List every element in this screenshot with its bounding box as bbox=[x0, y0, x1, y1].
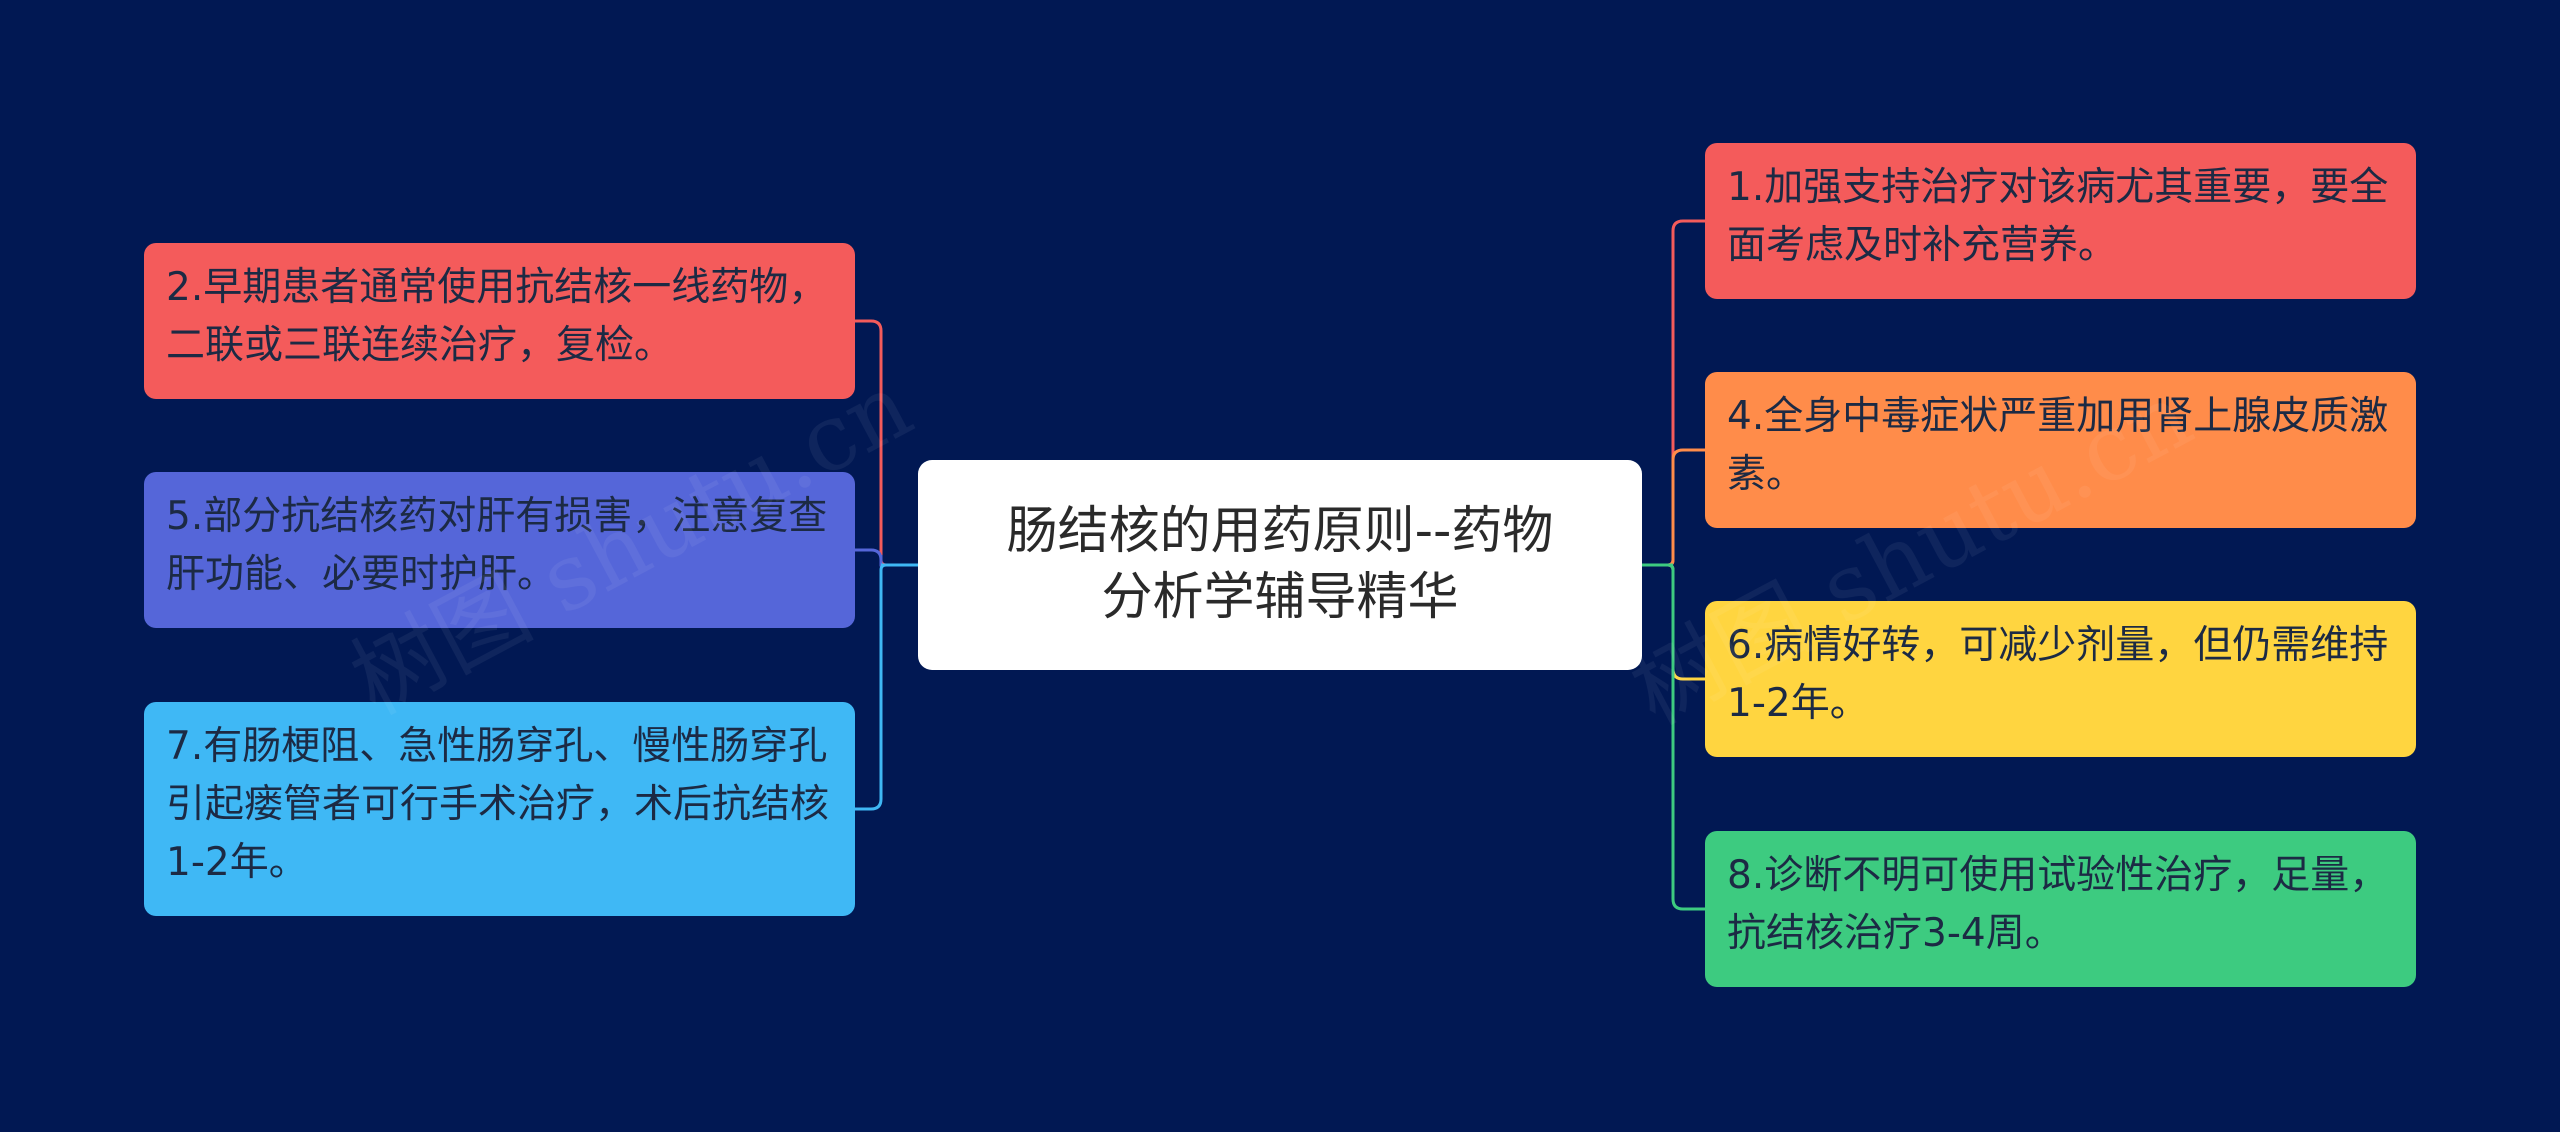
branch-node-5-text: 5.部分抗结核药对肝有损害，注意复查肝功能、必要时护肝。 bbox=[166, 494, 828, 597]
root-title-line1: 肠结核的用药原则--药物 bbox=[1006, 502, 1554, 561]
branch-node-2[interactable]: 2.早期患者通常使用抗结核一线药物，二联或三联连续治疗，复检。 bbox=[144, 243, 855, 399]
branch-node-6[interactable]: 6.病情好转，可减少剂量，但仍需维持1-2年。 bbox=[1705, 601, 2416, 757]
connector-n4 bbox=[1642, 448, 1705, 567]
connector-n5 bbox=[855, 548, 918, 567]
connector-n2 bbox=[855, 319, 918, 567]
connector-n8 bbox=[1642, 563, 1705, 911]
branch-node-4-text: 4.全身中毒症状严重加用肾上腺皮质激素。 bbox=[1727, 394, 2389, 497]
branch-node-7[interactable]: 7.有肠梗阻、急性肠穿孔、慢性肠穿孔引起瘘管者可行手术治疗，术后抗结核1-2年。 bbox=[144, 702, 855, 916]
branch-node-6-text: 6.病情好转，可减少剂量，但仍需维持1-2年。 bbox=[1727, 623, 2389, 726]
branch-node-8-text: 8.诊断不明可使用试验性治疗，足量，抗结核治疗3-4周。 bbox=[1727, 853, 2389, 956]
branch-node-4[interactable]: 4.全身中毒症状严重加用肾上腺皮质激素。 bbox=[1705, 372, 2416, 528]
root-title-line2: 分析学辅导精华 bbox=[1101, 568, 1459, 627]
branch-node-5[interactable]: 5.部分抗结核药对肝有损害，注意复查肝功能、必要时护肝。 bbox=[144, 472, 855, 628]
root-node[interactable]: 肠结核的用药原则--药物 分析学辅导精华 bbox=[918, 460, 1642, 670]
branch-node-8[interactable]: 8.诊断不明可使用试验性治疗，足量，抗结核治疗3-4周。 bbox=[1705, 831, 2416, 987]
branch-node-1[interactable]: 1.加强支持治疗对该病尤其重要，要全面考虑及时补充营养。 bbox=[1705, 143, 2416, 299]
branch-node-2-text: 2.早期患者通常使用抗结核一线药物，二联或三联连续治疗，复检。 bbox=[166, 265, 828, 368]
branch-node-7-text: 7.有肠梗阻、急性肠穿孔、慢性肠穿孔引起瘘管者可行手术治疗，术后抗结核1-2年。 bbox=[166, 724, 830, 885]
branch-node-1-text: 1.加强支持治疗对该病尤其重要，要全面考虑及时补充营养。 bbox=[1727, 165, 2389, 268]
connector-n7 bbox=[855, 563, 918, 811]
